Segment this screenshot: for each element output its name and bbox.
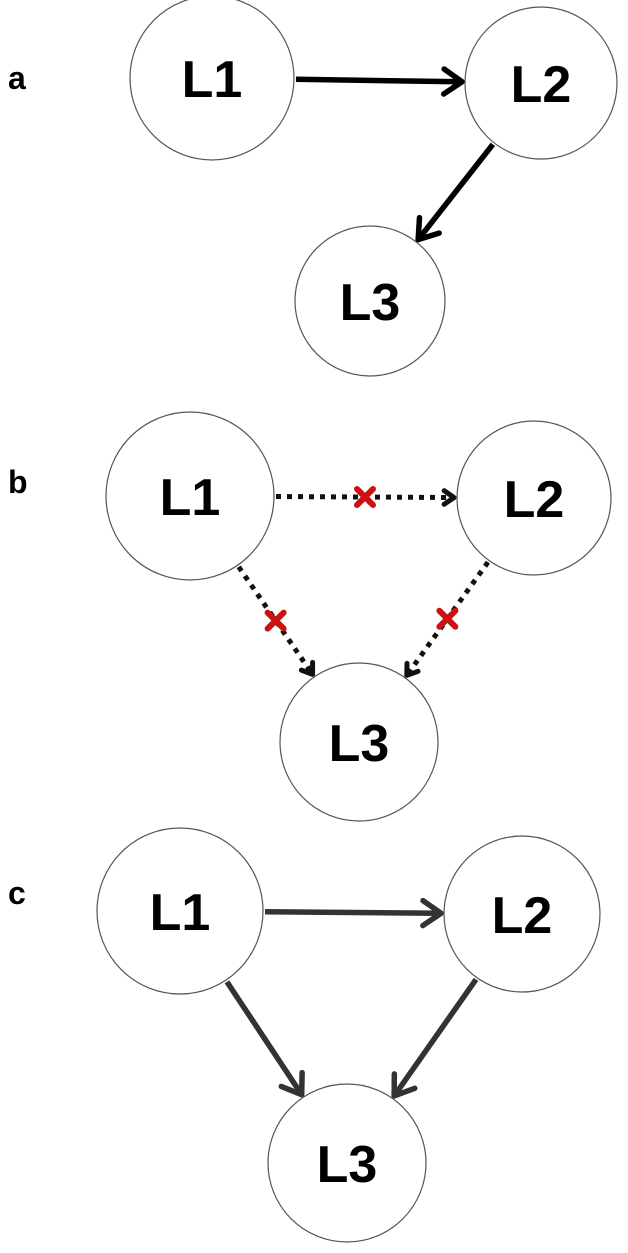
node-circle [105, 411, 275, 581]
edge-line [264, 908, 440, 917]
blocked-x-icon [264, 609, 287, 632]
node-l2: L2 [464, 6, 618, 160]
node-circle [279, 662, 439, 822]
node-l3: L3 [294, 225, 446, 377]
node-l1: L1 [129, 0, 295, 161]
node-circle [443, 835, 601, 993]
edge-line [295, 76, 461, 85]
arrowhead-icon [278, 1069, 305, 1098]
node-label: L1 [160, 469, 221, 527]
node-circle [129, 0, 295, 161]
panel-label-a: a [8, 60, 26, 96]
node-label: L3 [329, 715, 390, 773]
blocked-x-icon [436, 607, 459, 630]
node-label: L2 [504, 471, 565, 529]
arrowhead-icon [298, 659, 316, 677]
arrowhead-icon [440, 66, 465, 97]
node-l3: L3 [267, 1083, 427, 1243]
node-label: L2 [492, 887, 553, 945]
arrowhead-icon [404, 660, 421, 678]
edge-l1-to-l2 [264, 897, 444, 929]
arrowhead-icon [391, 1071, 418, 1099]
arrowhead-icon [415, 214, 442, 243]
node-circle [456, 420, 612, 576]
edge-line [224, 980, 303, 1095]
edge-l1-to-l3 [224, 980, 305, 1098]
edge-l1-to-l2 [295, 66, 465, 97]
node-label: L1 [182, 51, 243, 109]
arrowhead-icon [441, 488, 457, 507]
arrowhead-icon [420, 897, 444, 929]
node-label: L3 [317, 1136, 378, 1194]
node-l2: L2 [456, 420, 612, 576]
edge-l2-to-l3 [415, 142, 496, 243]
node-circle [267, 1083, 427, 1243]
node-label: L1 [150, 884, 211, 942]
edge-l1-to-l3 [236, 565, 316, 677]
node-circle [96, 827, 264, 995]
panel-label-b: b [8, 464, 28, 500]
node-label: L2 [511, 56, 572, 114]
node-l3: L3 [279, 662, 439, 822]
edge-l1-to-l2 [275, 486, 457, 509]
node-circle [294, 225, 446, 377]
node-l2: L2 [443, 835, 601, 993]
edge-line [393, 977, 479, 1096]
node-l1: L1 [96, 827, 264, 995]
panel-label-c: c [8, 875, 26, 911]
node-label: L3 [340, 274, 401, 332]
edge-l2-to-l3 [391, 977, 479, 1099]
edge-l2-to-l3 [404, 560, 490, 678]
blocked-x-icon [353, 486, 376, 509]
edge-line [417, 142, 496, 240]
node-circle [464, 6, 618, 160]
node-l1: L1 [105, 411, 275, 581]
